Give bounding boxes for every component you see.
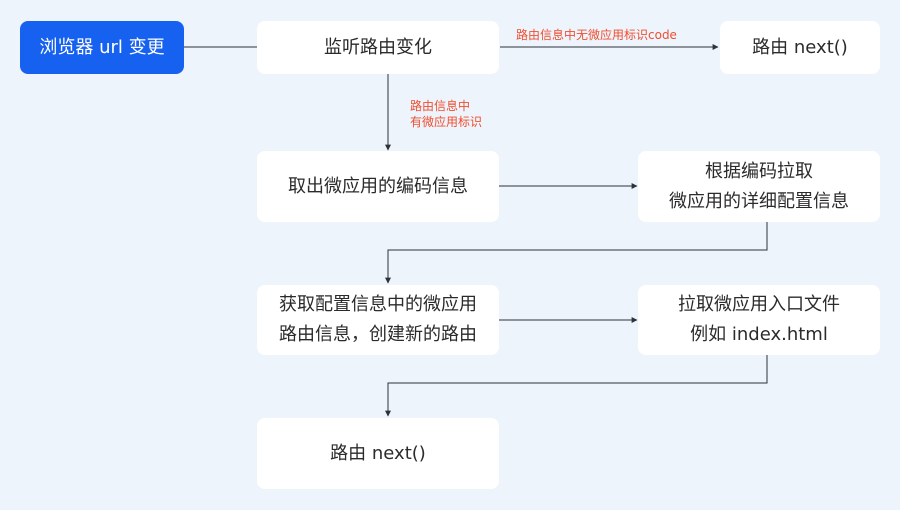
node-label: 路由 next() <box>752 36 848 58</box>
node-label-line: 路由信息，创建新的路由 <box>279 324 477 345</box>
edge-label-text: 路由信息中无微应用标识code <box>516 28 677 42</box>
edge-label-line: 路由信息中 <box>410 99 471 113</box>
edge-label-line: 有微应用标识 <box>410 115 483 129</box>
node-route-next-top: 路由 next() <box>720 21 880 74</box>
node-extract-microapp-code: 取出微应用的编码信息 <box>257 151 499 222</box>
node-label-line: 例如 index.html <box>690 324 828 345</box>
node-label: 浏览器 url 变更 <box>39 36 165 58</box>
node-route-next-bottom: 路由 next() <box>257 418 499 489</box>
node-browser-url-change: 浏览器 url 变更 <box>20 21 184 74</box>
edge-label-no-identifier: 路由信息中无微应用标识code <box>516 27 677 43</box>
node-create-new-route: 获取配置信息中的微应用 路由信息，创建新的路由 <box>257 285 499 355</box>
node-listen-route-change: 监听路由变化 <box>257 21 499 74</box>
node-fetch-microapp-config: 根据编码拉取 微应用的详细配置信息 <box>638 151 880 222</box>
connector-fetch-config-to-create-route <box>385 222 768 284</box>
node-label: 路由 next() <box>330 442 426 464</box>
node-label: 取出微应用的编码信息 <box>288 175 468 197</box>
node-label-line: 微应用的详细配置信息 <box>669 190 849 212</box>
node-label: 监听路由变化 <box>324 36 432 58</box>
node-label-line: 根据编码拉取 <box>705 160 813 182</box>
connector-fetch-entry-to-next <box>385 355 768 417</box>
node-label-line: 拉取微应用入口文件 <box>678 294 840 315</box>
node-fetch-entry-file: 拉取微应用入口文件 例如 index.html <box>638 285 880 355</box>
edge-label-has-identifier: 路由信息中 有微应用标识 <box>410 98 482 130</box>
node-label-line: 获取配置信息中的微应用 <box>279 294 477 315</box>
